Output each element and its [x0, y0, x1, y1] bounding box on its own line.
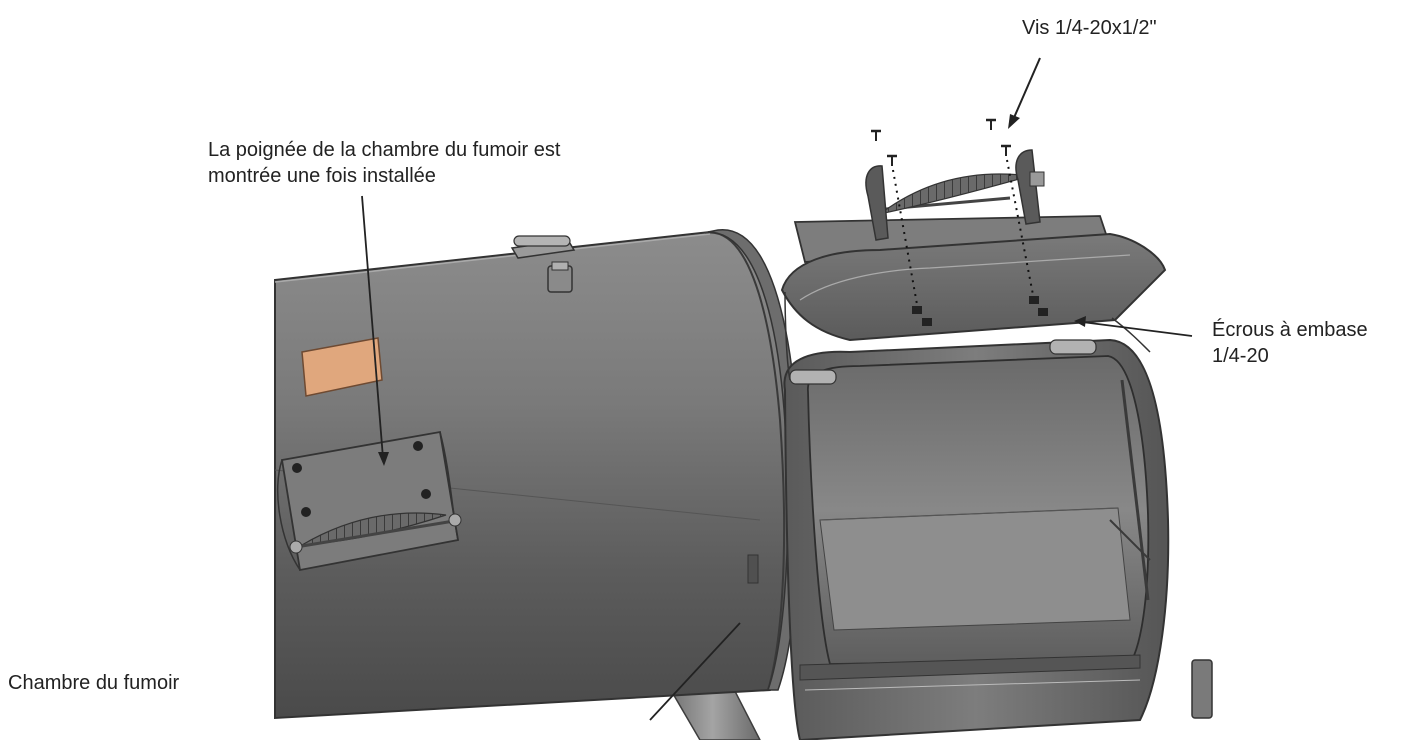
handle-label: La poignée de la chambre du fumoir est m… [208, 137, 560, 189]
chamber-label: Chambre du fumoir [8, 670, 179, 696]
screw-label: Vis 1/4-20x1/2" [1022, 15, 1157, 41]
screw-3-icon [986, 118, 996, 130]
nuts-label-line1: Écrous à embase [1212, 319, 1368, 341]
screw-label-text: Vis 1/4-20x1/2" [1022, 17, 1157, 39]
nut-4-icon [1038, 308, 1048, 316]
nut-3-icon [1029, 296, 1039, 304]
screws [871, 118, 1035, 311]
name-plate [301, 337, 383, 397]
leader-nuts [1074, 316, 1193, 337]
handle-label-line2: montrée une fois installée [208, 165, 436, 187]
lid-handle [865, 149, 1045, 241]
nuts-label: Écrous à embase 1/4-20 [1212, 317, 1368, 369]
screw-1-icon [871, 129, 881, 141]
nut-1-icon [912, 306, 922, 314]
screw-4-icon [1001, 144, 1011, 156]
leader-handle [361, 195, 389, 466]
screw-2-icon [887, 154, 897, 166]
installed-handle [276, 430, 462, 572]
leader-chamber [649, 622, 741, 721]
firebox [783, 338, 1213, 740]
handle-label-line1: La poignée de la chambre du fumoir est [208, 139, 561, 161]
chamber-label-text: Chambre du fumoir [8, 672, 180, 694]
leader-lines [361, 57, 1193, 721]
nuts-label-line2: 1/4-20 [1212, 345, 1269, 367]
flange-nuts [912, 296, 1048, 326]
leader-screw [1008, 57, 1041, 129]
smoker-chamber [274, 229, 801, 720]
nut-2-icon [922, 318, 932, 326]
